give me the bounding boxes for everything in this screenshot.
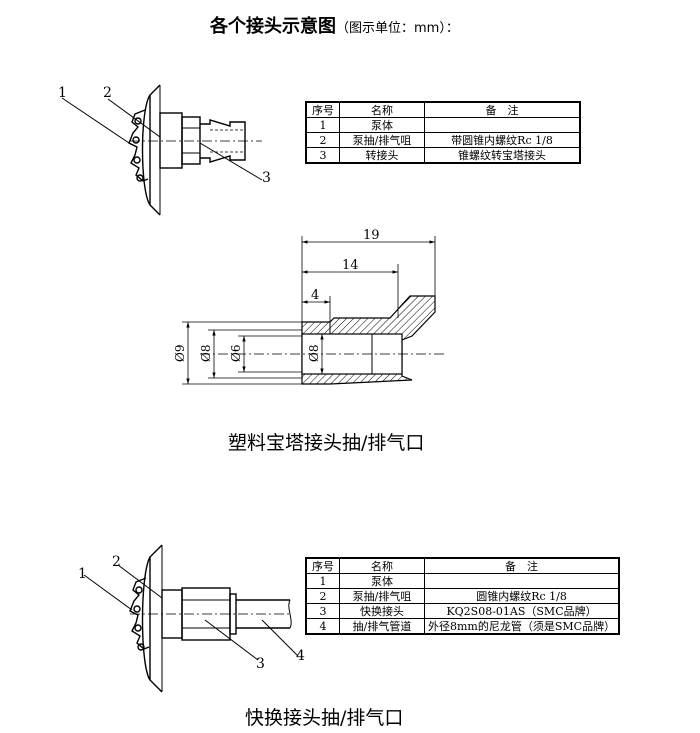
table-cell: 锥螺纹转宝塔接头 — [424, 147, 581, 164]
table-cell: 1 — [305, 117, 340, 133]
table-cell: 泵抽/排气咀 — [339, 132, 425, 148]
table-header-cell: 序号 — [305, 557, 340, 574]
parts-table-2: 序号 名称 备 注 1 泵体 2 泵抽/排气咀 圆锥内螺纹Rc 1/8 3 快换… — [305, 557, 621, 635]
table-row: 4 抽/排气管道 外径8mm的尼龙管（须是SMC品牌） — [305, 618, 620, 635]
dim-14: 14 — [342, 258, 359, 273]
table-cell: 2 — [305, 588, 340, 604]
dim-19: 19 — [363, 228, 380, 243]
table-cell — [424, 117, 581, 133]
table-cell: 快换接头 — [339, 603, 425, 619]
unit-note: （图示单位：mm）： — [336, 21, 459, 36]
figure2-drawing — [182, 236, 445, 385]
callout-2-fig3: 2 — [112, 554, 121, 570]
figure1-drawing — [61, 84, 263, 216]
dim-dia6: Ø6 — [229, 345, 243, 362]
table-cell: 转接头 — [339, 147, 425, 164]
table-row: 1 泵体 — [305, 117, 581, 133]
caption-quick-connector: 快换接头抽/排气口 — [245, 707, 404, 729]
caption-plastic-barb: 塑料宝塔接头抽/排气口 — [228, 432, 425, 454]
table-cell: 外径8mm的尼龙管（须是SMC品牌） — [424, 618, 620, 635]
callout-3-fig3: 3 — [256, 656, 265, 672]
table-cell: 4 — [305, 618, 340, 635]
dim-dia8-outer: Ø8 — [199, 345, 213, 362]
table-cell: KQ2S08-01AS（SMC品牌） — [424, 603, 620, 619]
table-header-cell: 名称 — [339, 557, 425, 574]
table-cell: 1 — [305, 573, 340, 589]
table-cell: 抽/排气管道 — [339, 618, 425, 635]
table-row: 3 转接头 锥螺纹转宝塔接头 — [305, 147, 581, 164]
table-header-cell: 备 注 — [424, 101, 581, 118]
callout-3-fig1: 3 — [262, 170, 271, 186]
table-header-cell: 备 注 — [424, 557, 620, 574]
table-cell: 泵体 — [339, 573, 425, 589]
table-header-cell: 序号 — [305, 101, 340, 118]
table-cell: 泵体 — [339, 117, 425, 133]
table-header-row: 序号 名称 备 注 — [305, 557, 620, 574]
title-text: 各个接头示意图 — [210, 16, 336, 37]
dim-dia8-inner: Ø8 — [307, 345, 321, 362]
table-cell — [424, 573, 620, 589]
parts-table-1: 序号 名称 备 注 1 泵体 2 泵抽/排气咀 带圆锥内螺纹Rc 1/8 3 转… — [305, 101, 581, 164]
table-cell: 3 — [305, 603, 340, 619]
table-row: 2 泵抽/排气咀 圆锥内螺纹Rc 1/8 — [305, 588, 620, 604]
table-row: 3 快换接头 KQ2S08-01AS（SMC品牌） — [305, 603, 620, 619]
table-row: 1 泵体 — [305, 573, 620, 589]
dim-4: 4 — [311, 288, 319, 303]
table-header-cell: 名称 — [339, 101, 425, 118]
table-cell: 泵抽/排气咀 — [339, 588, 425, 604]
table-cell: 带圆锥内螺纹Rc 1/8 — [424, 132, 581, 148]
callout-4-fig3: 4 — [296, 648, 305, 664]
table-cell: 3 — [305, 147, 340, 164]
table-cell: 2 — [305, 132, 340, 148]
figure3-drawing — [83, 544, 299, 693]
table-row: 2 泵抽/排气咀 带圆锥内螺纹Rc 1/8 — [305, 132, 581, 148]
page-title: 各个接头示意图（图示单位：mm）： — [210, 12, 459, 38]
callout-1-fig1: 1 — [58, 85, 67, 101]
callout-1-fig3: 1 — [78, 566, 87, 582]
dim-dia9: Ø9 — [173, 345, 187, 362]
table-cell: 圆锥内螺纹Rc 1/8 — [424, 588, 620, 604]
table-header-row: 序号 名称 备 注 — [305, 101, 581, 118]
callout-2-fig1: 2 — [103, 85, 112, 101]
